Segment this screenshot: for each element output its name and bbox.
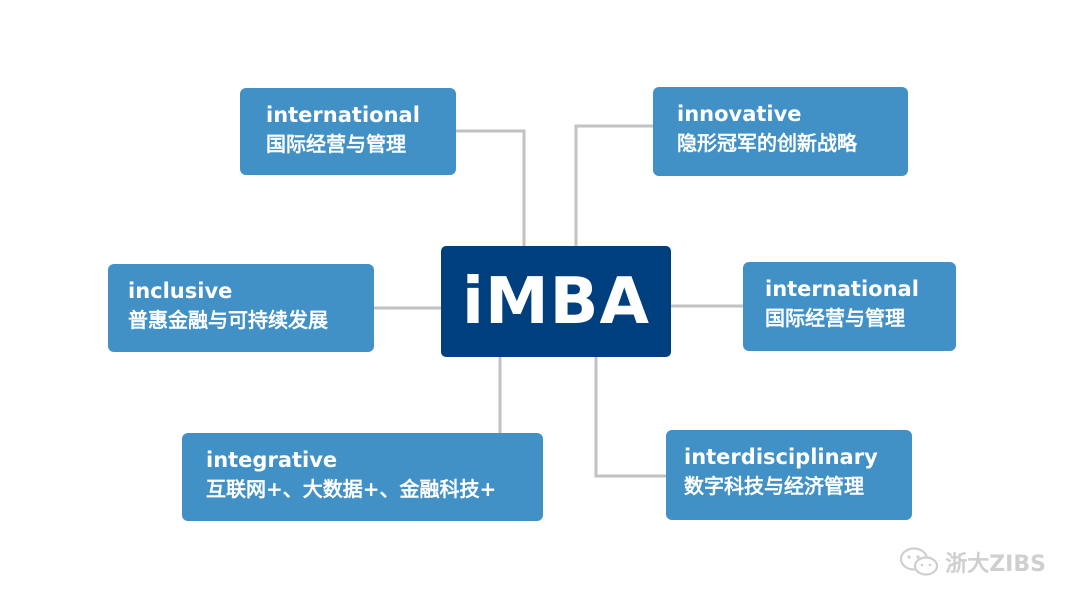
node-title: international — [266, 103, 420, 127]
node-title: interdisciplinary — [684, 445, 878, 469]
wechat-icon — [900, 547, 939, 576]
node-international-right: international 国际经营与管理 — [743, 262, 956, 351]
node-integrative: integrative 互联网+、大数据+、金融科技+ — [182, 433, 543, 521]
node-innovative: innovative 隐形冠军的创新战略 — [653, 87, 908, 176]
node-subtitle: 隐形冠军的创新战略 — [677, 131, 857, 155]
connector-bottom-right — [594, 357, 666, 478]
node-subtitle: 普惠金融与可持续发展 — [128, 308, 328, 332]
watermark: 浙大ZIBS — [899, 546, 1046, 578]
node-title: international — [765, 277, 919, 301]
node-international-top-left: international 国际经营与管理 — [240, 88, 456, 175]
center-node-imba: iMBA — [441, 246, 671, 357]
node-subtitle: 国际经营与管理 — [765, 306, 905, 330]
node-subtitle: 互联网+、大数据+、金融科技+ — [206, 477, 497, 501]
connector-top-right — [574, 124, 653, 246]
node-title: innovative — [677, 102, 802, 126]
watermark-text: 浙大ZIBS — [945, 552, 1046, 577]
node-interdisciplinary: interdisciplinary 数字科技与经济管理 — [666, 430, 912, 520]
node-title: inclusive — [128, 279, 233, 303]
node-inclusive: inclusive 普惠金融与可持续发展 — [108, 264, 374, 352]
node-subtitle: 国际经营与管理 — [266, 132, 406, 156]
connector-top-left — [456, 129, 526, 246]
node-subtitle: 数字科技与经济管理 — [684, 474, 864, 498]
node-title: integrative — [206, 448, 338, 472]
